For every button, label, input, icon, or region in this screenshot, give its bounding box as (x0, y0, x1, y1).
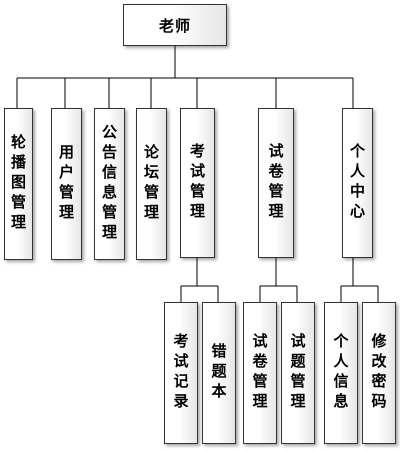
node-label: 轮播图管理 (9, 134, 27, 234)
node-question-management: 试题管理 (281, 302, 315, 444)
node-exam-record: 考试记录 (164, 302, 198, 444)
node-label: 考试管理 (188, 143, 206, 223)
root-node-teacher: 老师 (123, 4, 227, 46)
node-personal-info: 个人信息 (324, 302, 358, 444)
node-change-password: 修改密码 (362, 302, 396, 444)
node-label: 个人中心 (348, 143, 366, 223)
node-notice-management: 公告信息管理 (94, 108, 125, 260)
node-label: 用户管理 (57, 144, 75, 224)
node-paper-management: 试卷管理 (258, 108, 294, 258)
node-wrong-question-book: 错题本 (202, 302, 236, 444)
node-label: 论坛管理 (142, 144, 160, 224)
node-personal-center: 个人中心 (342, 108, 373, 258)
node-label: 公告信息管理 (100, 124, 118, 244)
node-label: 错题本 (209, 343, 228, 403)
root-label: 老师 (158, 16, 191, 35)
node-paper-manage-sub: 试卷管理 (243, 302, 277, 444)
node-user-management: 用户管理 (51, 108, 82, 260)
node-carousel-management: 轮播图管理 (4, 108, 33, 260)
node-label: 个人信息 (331, 333, 350, 413)
node-forum-management: 论坛管理 (136, 108, 167, 260)
node-exam-management: 考试管理 (180, 108, 215, 258)
node-label: 试题管理 (288, 333, 307, 413)
node-label: 试卷管理 (250, 333, 269, 413)
node-label: 试卷管理 (266, 143, 285, 223)
node-label: 考试记录 (171, 333, 190, 413)
node-label: 修改密码 (369, 333, 388, 413)
